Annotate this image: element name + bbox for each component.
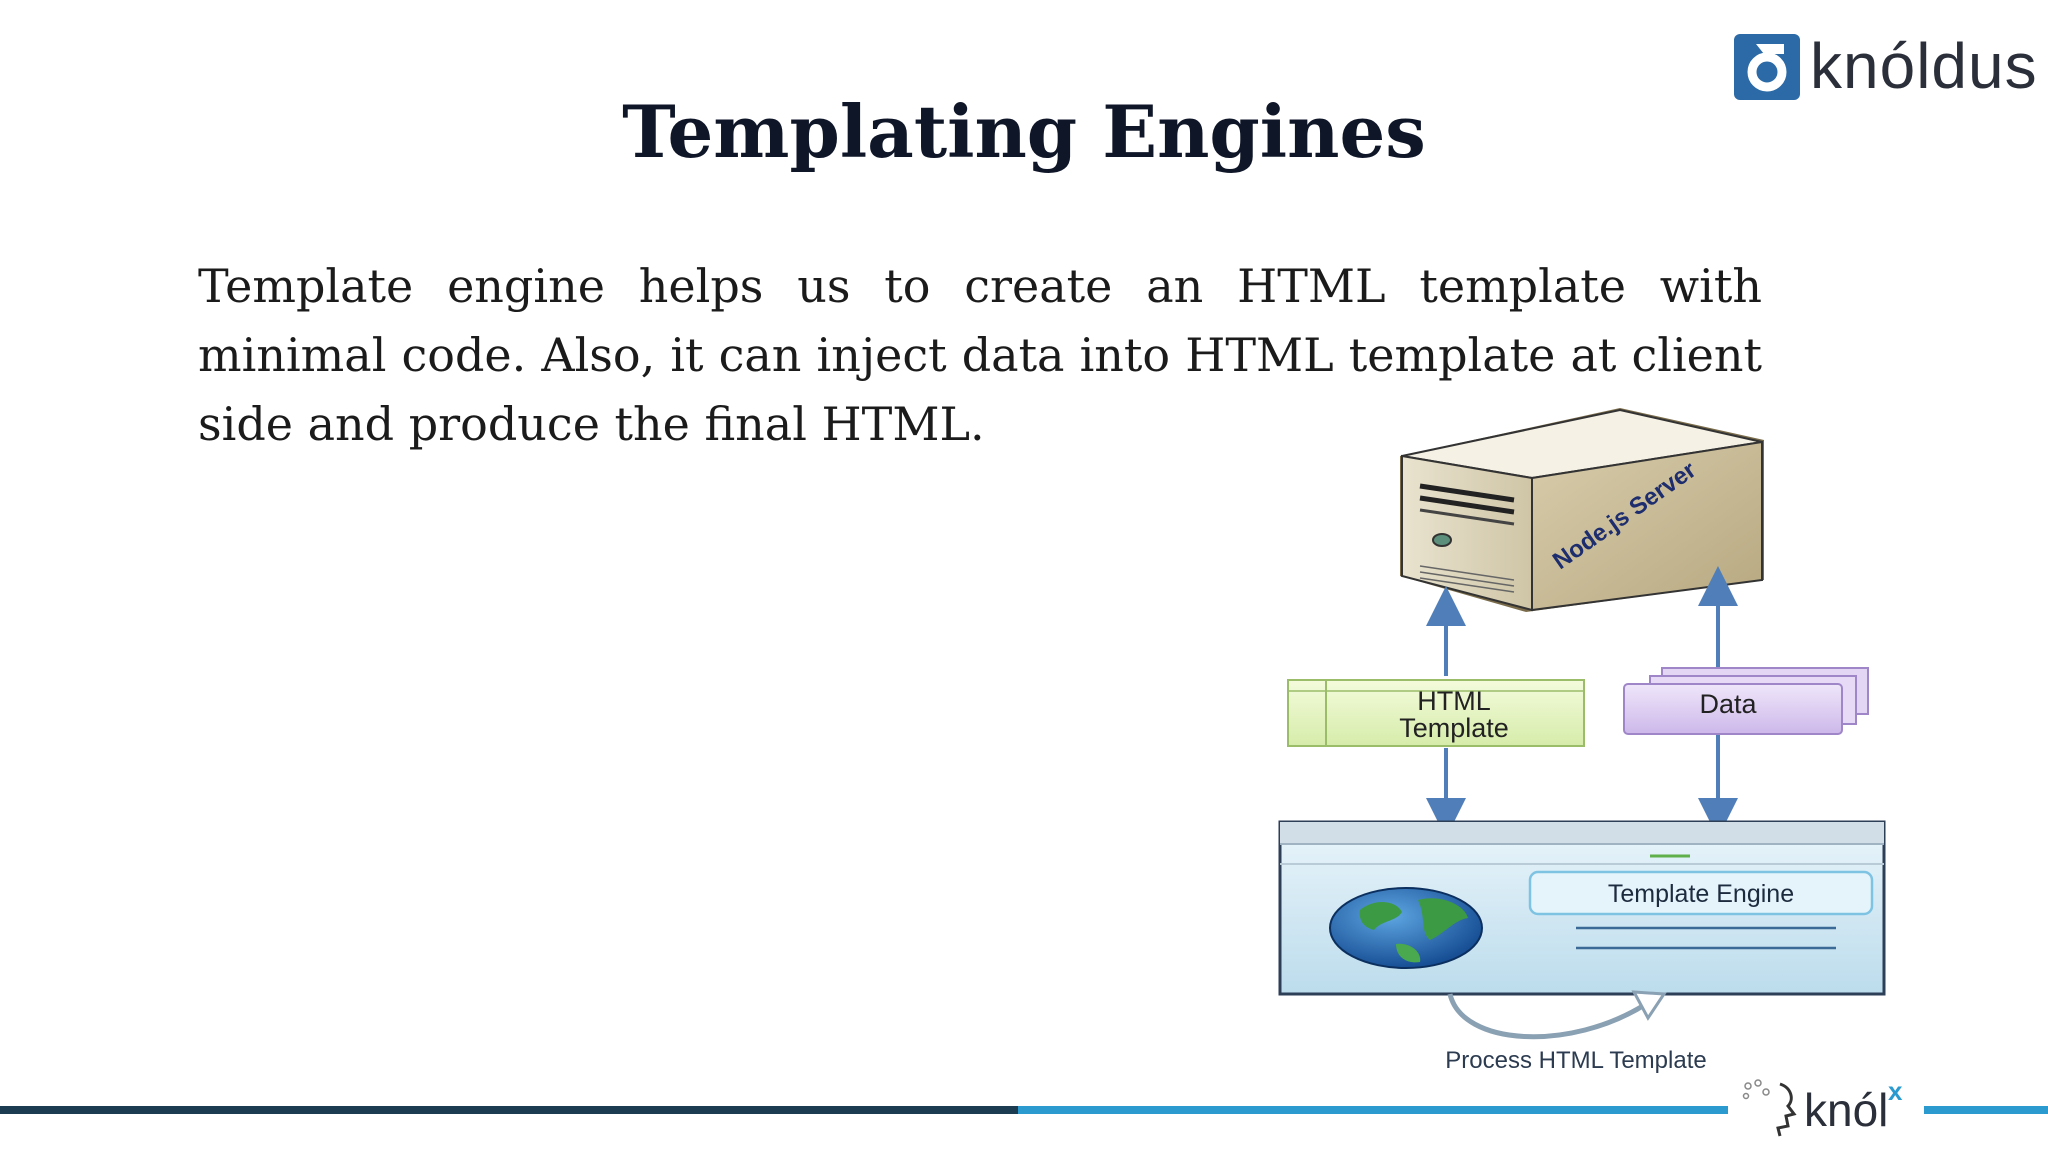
data-box	[1623, 667, 1869, 735]
globe-icon	[1329, 887, 1483, 969]
data-label: Data	[1699, 689, 1757, 719]
knolx-logo: knól x	[1732, 1076, 1922, 1142]
knolx-text: knól	[1804, 1084, 1889, 1136]
process-label: Process HTML Template	[1445, 1047, 1706, 1074]
slide-title: Templating Engines	[622, 89, 1426, 174]
footer-bar-dark	[0, 1106, 1018, 1114]
html-template-box	[1287, 679, 1585, 747]
footer-bar-light	[1018, 1106, 1728, 1114]
process-arrow-head	[1631, 990, 1667, 1021]
process-arrow	[1447, 993, 1648, 1040]
knoldus-logo: knóldus	[1734, 30, 2037, 104]
slide-body-text: Template engine helps us to create an HT…	[198, 259, 1762, 451]
server-icon	[1400, 408, 1764, 612]
template-engine-label: Template Engine	[1608, 880, 1794, 908]
html-template-label-line2: Template	[1399, 713, 1509, 743]
footer-bar-light-right	[1924, 1106, 2048, 1114]
knolx-superscript: x	[1888, 1076, 1903, 1106]
knoldus-logo-text: knóldus	[1810, 30, 2038, 102]
template-engine-badge	[1528, 870, 1874, 916]
templating-diagram: Node.js Server HTML Template Data Templa…	[1278, 408, 1886, 1074]
html-template-label-line1: HTML	[1417, 686, 1491, 716]
knoldus-logo-mark-icon	[1734, 34, 1800, 100]
knolx-head-icon	[1742, 1079, 1797, 1137]
